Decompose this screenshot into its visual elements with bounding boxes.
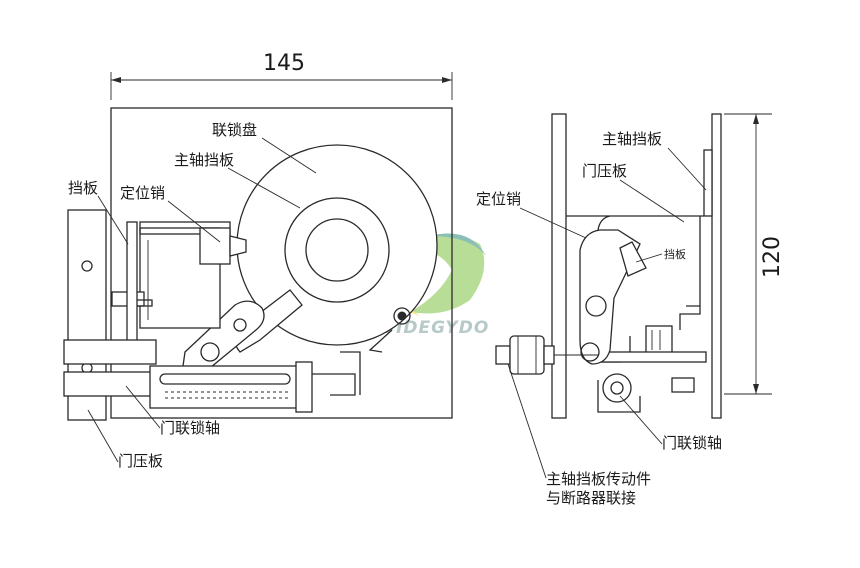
rod-end-nut [671,377,695,393]
right-main-shaft-baffle [703,149,713,217]
label-main-shaft-baffle-left: 主轴挡板 [174,151,234,169]
disc-pin-outer [393,307,411,325]
label-locating-pin-left: 定位销 [120,184,165,202]
bar-upper [63,339,157,365]
dimension-height-label: 120 [760,236,785,278]
bracket-z [679,305,701,330]
dimension-height: 120 [724,113,785,395]
leader-main-shaft-baffle-right [667,147,707,191]
right-door-interlock-shaft-inner [610,381,624,395]
right-view [495,113,722,419]
leader-door-interlock-shaft-left [125,385,161,429]
link-pin-upper [233,318,247,332]
label-door-interlock-shaft-right: 门联锁轴 [662,434,722,452]
spring-block [645,325,673,355]
baffle-strip [126,221,138,359]
label-main-shaft-baffle-right: 主轴挡板 [602,130,662,148]
disc-pin-inner [397,311,407,321]
label-locating-pin-right: 定位销 [476,190,521,208]
bar-lower [63,371,157,397]
leader-door-pressure-plate-left [87,409,119,463]
bolt-head [509,335,545,375]
label-door-interlock-shaft-left: 门联锁轴 [160,419,220,437]
label-transmission-line2: 与断路器联接 [546,489,636,507]
label-transmission-line1: 主轴挡板传动件 [546,470,651,488]
shaft-slot [159,373,291,385]
bolt-nut-left [495,345,511,365]
leader-locating-pin-right [519,207,587,239]
left-view [63,107,453,421]
disc-notch [368,329,393,353]
shaft-bracket-right [597,380,641,413]
shaft-bracket [312,373,356,396]
label-interlock-disc: 联锁盘 [212,121,257,139]
leader-baffle-right [635,253,663,263]
plate-hole-1 [81,260,93,272]
right-base-plate [551,113,567,419]
horizontal-rod [599,351,707,363]
leader-door-interlock-shaft-right [619,395,663,445]
locating-pin-body [199,227,231,265]
main-shaft-baffle [284,197,390,303]
base-plate [110,107,453,419]
leader-transmission [507,363,547,479]
dim-h-arrow-bottom [753,384,759,394]
shaft-end-block [295,361,313,413]
watermark-logo-swoosh-green [405,233,485,314]
main-shaft-hole [305,218,369,282]
interlock-shaft-housing [149,365,301,409]
label-door-pressure-plate-right: 门压板 [582,162,627,180]
leader-main-shaft-baffle-left [227,167,301,209]
leader-locating-pin-left [167,200,221,243]
dim-arrow-right [442,77,452,83]
leader-baffle-left [97,195,129,245]
leader-interlock-disc [261,137,317,174]
bolt-shank [543,345,555,365]
dimension-width: 145 [110,51,453,100]
dim-h-arrow-top [753,114,759,124]
dim-arrow-left [111,77,121,83]
right-lever-pin-lower [580,342,600,362]
label-baffle-left: 挡板 [68,179,98,197]
locating-pin-tip [229,235,247,257]
link-pin-lower [200,342,220,362]
label-door-pressure-plate-left: 门压板 [118,452,163,470]
leader-door-pressure-plate-right [619,179,685,223]
right-door-plate [711,113,722,419]
right-lever-pin [585,295,607,317]
right-door-interlock-shaft [602,373,632,403]
bracket-vertical [340,351,361,395]
dimension-width-label: 145 [263,51,305,76]
label-baffle-right: 挡板 [664,247,686,261]
right-baffle [619,241,647,277]
